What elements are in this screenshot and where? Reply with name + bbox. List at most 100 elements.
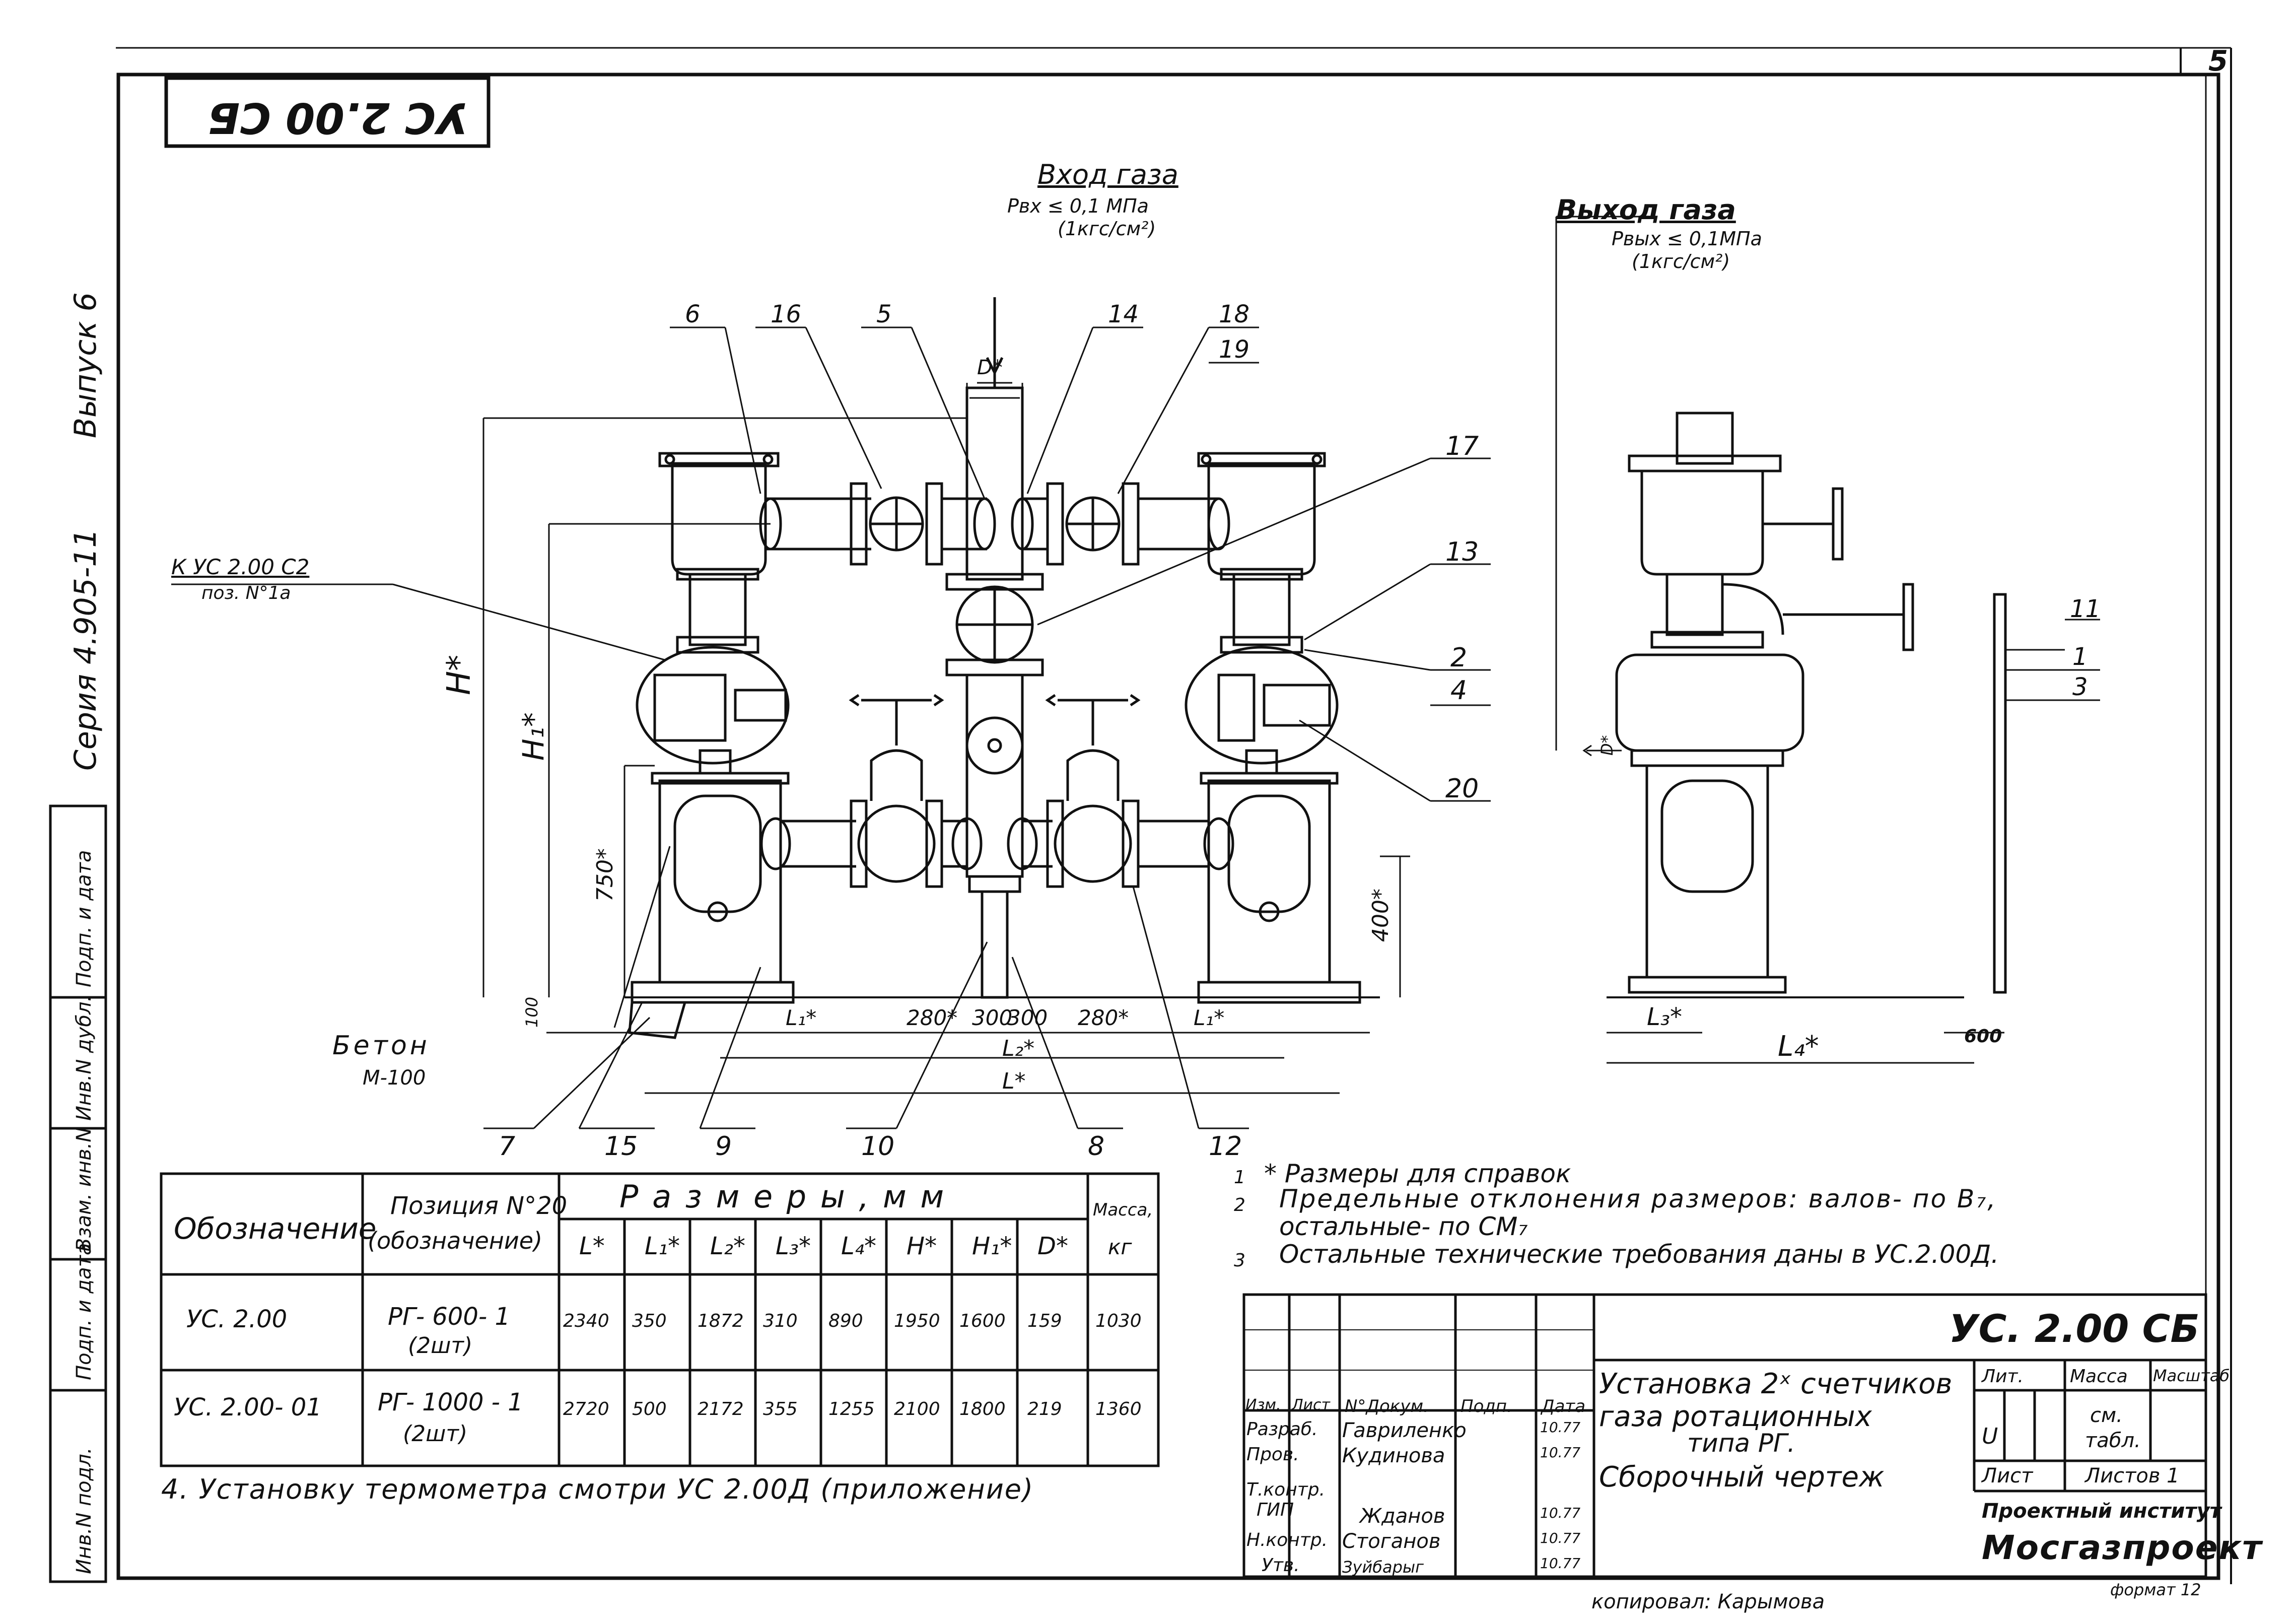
table-row-2-H: 2100	[894, 1399, 940, 1419]
stamp-cell-2: Подп. и дата	[73, 1243, 96, 1380]
note-3: Остальные технические требования даны в …	[1279, 1240, 1999, 1269]
stamp-cell-4: Инв.N дубл.	[73, 995, 96, 1121]
title-line-4: Сборочный чертеж	[1599, 1461, 1885, 1494]
pos-2: 2	[1450, 643, 1468, 673]
note-2-number: 2	[1234, 1195, 1245, 1215]
tb-role-6: Утв.	[1262, 1555, 1300, 1576]
tb-date-2: 10.77	[1540, 1444, 1581, 1461]
tb-role-2: Пров.	[1246, 1444, 1299, 1465]
series-label: Серия 4.905-11	[68, 528, 103, 771]
dim-h: H*	[441, 654, 478, 695]
table-col-L4: L₄*	[841, 1232, 876, 1260]
tb-role-1: Разраб.	[1246, 1419, 1318, 1440]
tb-org-label: Проектный институт	[1982, 1500, 2221, 1523]
pos-5: 5	[876, 300, 892, 328]
tb-mass-value-1: см.	[2090, 1404, 2123, 1427]
tb-scale-label: Масштаб	[2153, 1366, 2230, 1385]
tb-role-5: Н.контр.	[1246, 1530, 1328, 1550]
dim-300-right: 300	[1007, 1005, 1048, 1030]
tb-role-4: ГИП	[1257, 1500, 1294, 1520]
table-row-1-L1: 350	[632, 1311, 667, 1331]
dim-280-left: 280*	[907, 1005, 958, 1030]
dim-l1-left: L₁*	[786, 1005, 817, 1030]
note-3-number: 3	[1234, 1250, 1245, 1271]
gas-inlet-pressure-kgf: (1кгс/см²)	[1058, 218, 1156, 240]
table-header-position: Позиция N°20	[390, 1192, 568, 1220]
link-reference: К УС 2.00 С2	[171, 555, 310, 579]
pos-20: 20	[1445, 774, 1479, 804]
gas-outlet-label: Выход газа	[1556, 194, 1736, 226]
title-block-grid	[1242, 1293, 2207, 1578]
pos-16: 16	[771, 300, 802, 328]
dim-l2: L₂*	[1002, 1036, 1035, 1061]
note-1: * Размеры для справок	[1264, 1159, 1571, 1188]
pos-4: 4	[1450, 675, 1468, 706]
stamp-cell-5: Подп. и дата	[73, 850, 96, 987]
title-line-1: Установка 2ˣ счетчиков	[1599, 1368, 1953, 1400]
gas-outlet-pressure-kgf: (1кгс/см²)	[1632, 250, 1730, 273]
note-1-number: 1	[1234, 1167, 1245, 1188]
table-row-2-mass: 1360	[1095, 1399, 1142, 1419]
tb-sheet-label: Лист	[1982, 1464, 2033, 1487]
table-col-L2: L₂*	[710, 1232, 745, 1260]
table-header-position-sub: (обозначение)	[368, 1227, 543, 1254]
pos-8: 8	[1088, 1131, 1105, 1162]
tb-sheets-label: Листов 1	[2085, 1464, 2180, 1487]
tb-name-5: Стоганов	[1342, 1530, 1441, 1553]
dim-600: 600	[1964, 1026, 2002, 1047]
table-row-2-L: 2720	[563, 1399, 609, 1419]
table-row-1-mass: 1030	[1095, 1311, 1142, 1331]
link-position: поз. N°1а	[201, 583, 291, 603]
table-col-L1: L₁*	[645, 1232, 680, 1260]
note-2a: Предельные отклонения размеров: валов- п…	[1279, 1184, 1997, 1213]
tb-lit-label: Лит.	[1982, 1366, 2024, 1387]
table-header-sizes: Р а з м е р ы , м м	[619, 1178, 946, 1215]
table-row-2-L1: 500	[632, 1399, 667, 1419]
rotated-code-box: УС 2.00 СБ	[164, 76, 491, 148]
dim-400: 400*	[1368, 889, 1394, 942]
format-label: формат 12	[2110, 1580, 2201, 1599]
tb-mass-value-2: табл.	[2085, 1429, 2141, 1452]
table-row-1-designation: УС. 2.00	[186, 1305, 288, 1333]
tb-date-6: 10.77	[1540, 1555, 1581, 1572]
pos-11: 11	[2070, 595, 2101, 623]
tb-header-list: Лист	[1292, 1396, 1331, 1414]
tb-org-name: Мосгазпроект	[1982, 1528, 2263, 1567]
dim-100: 100	[522, 996, 541, 1028]
gas-inlet-label: Вход газа	[1037, 159, 1178, 190]
dim-750: 750*	[592, 848, 618, 902]
note-4: 4. Установку термометра смотри УС 2.00Д …	[161, 1473, 1034, 1505]
page-number: 5	[2208, 45, 2228, 78]
dim-d: D*	[977, 356, 1003, 379]
table-row-2-designation: УС. 2.00- 01	[174, 1393, 322, 1422]
dim-l3: L₃*	[1647, 1003, 1682, 1031]
gas-inlet-pressure: Рвх ≤ 0,1 МПа	[1007, 195, 1149, 217]
table-header-mass-unit: кг	[1108, 1235, 1132, 1259]
note-2b: остальные- по СМ₇	[1279, 1212, 1528, 1241]
table-row-2-D: 219	[1027, 1399, 1062, 1419]
table-row-1-H1: 1600	[959, 1311, 1006, 1331]
title-line-2: газа ротационных	[1599, 1400, 1872, 1433]
table-row-1-L2: 1872	[698, 1311, 744, 1331]
tb-name-4: Жданов	[1360, 1505, 1445, 1528]
rotated-code: УС 2.00 СБ	[207, 93, 468, 143]
concrete-grade: М-100	[363, 1066, 426, 1090]
tb-header-date: Дата	[1541, 1396, 1586, 1416]
title-block-code: УС. 2.00 СБ	[1949, 1306, 2200, 1351]
gas-outlet-pressure: Рвых ≤ 0,1МПа	[1612, 228, 1762, 250]
tb-role-3: Т.контр.	[1246, 1479, 1326, 1500]
pos-10: 10	[861, 1131, 895, 1162]
issue-label: Выпуск 6	[68, 292, 103, 438]
tb-header-doc: N°Докум.	[1345, 1396, 1429, 1416]
tb-date-1: 10.77	[1540, 1419, 1581, 1436]
front-view	[171, 297, 1491, 1129]
table-row-2-L4: 1255	[828, 1399, 875, 1419]
dim-l: L*	[1002, 1068, 1026, 1094]
pos-17: 17	[1445, 431, 1479, 461]
pos-14: 14	[1108, 300, 1139, 328]
left-stamp	[49, 804, 107, 1583]
tb-header-sign: Подп.	[1460, 1396, 1512, 1416]
tb-mass-label: Масса	[2070, 1366, 2128, 1387]
stamp-cell-1: Инв.N подл.	[73, 1447, 96, 1574]
